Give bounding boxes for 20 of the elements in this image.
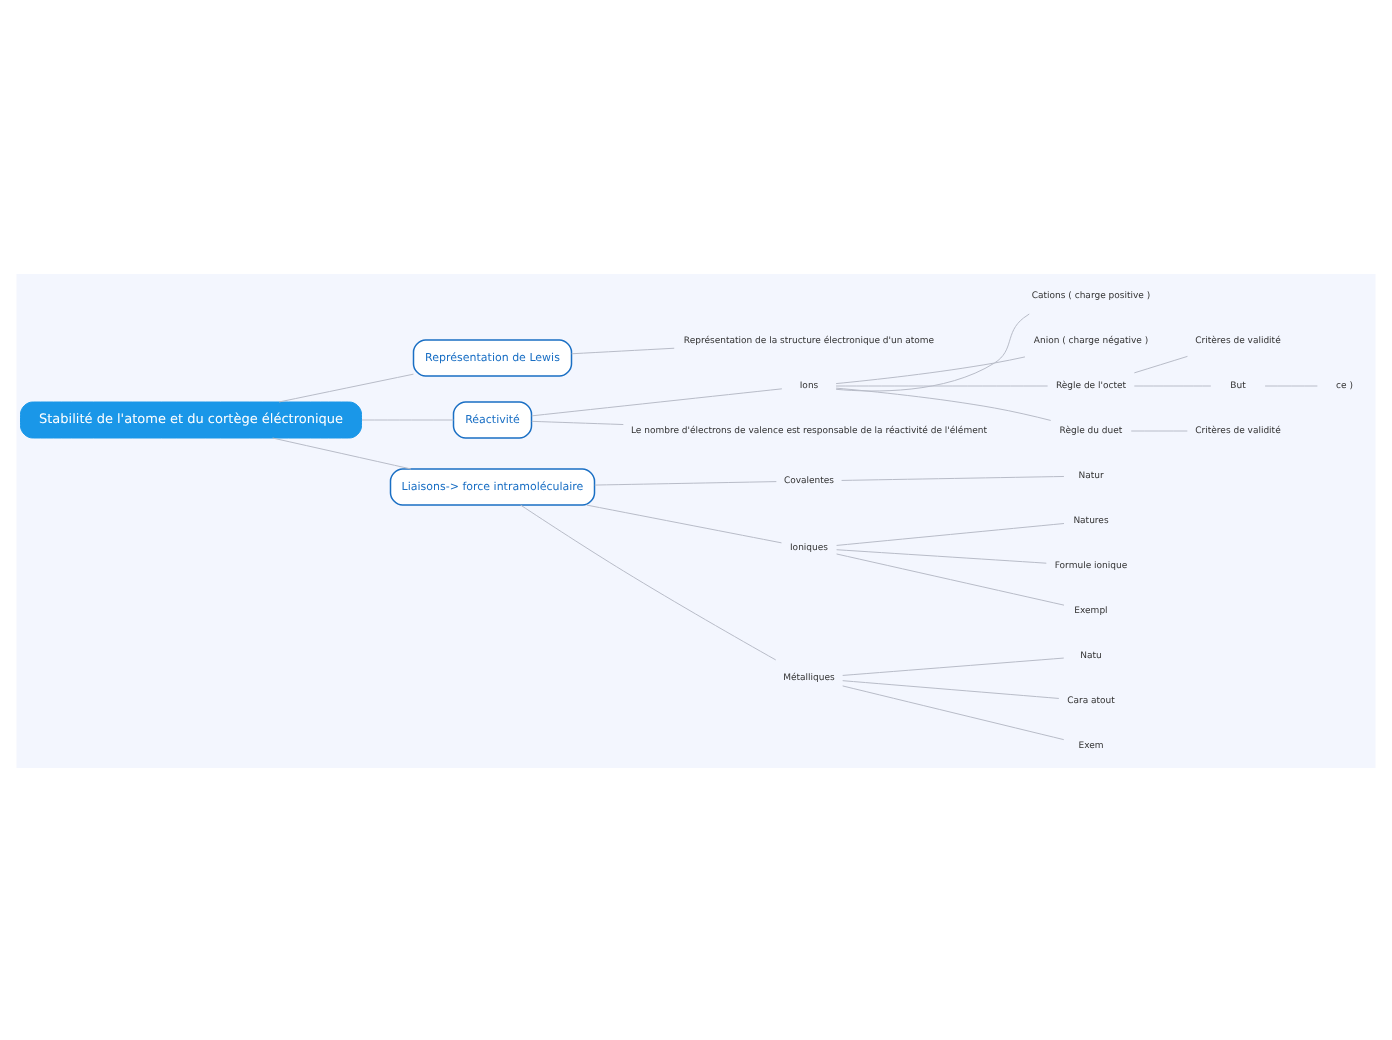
connector (594, 480, 777, 485)
connector (835, 355, 1026, 384)
connector (841, 474, 1065, 480)
connector (836, 548, 1047, 563)
connector (836, 522, 1065, 545)
connector (1133, 354, 1188, 373)
connector (842, 679, 1060, 698)
connector (571, 346, 675, 354)
connector (835, 384, 1049, 386)
connector (842, 656, 1065, 675)
connector (835, 386, 1052, 420)
connector (836, 552, 1065, 605)
connector (531, 387, 783, 416)
connector (586, 503, 782, 543)
connector (278, 372, 414, 402)
connector (835, 312, 1030, 391)
connector (531, 419, 624, 425)
connector (520, 503, 777, 660)
connector (272, 436, 412, 469)
connector (842, 684, 1065, 740)
